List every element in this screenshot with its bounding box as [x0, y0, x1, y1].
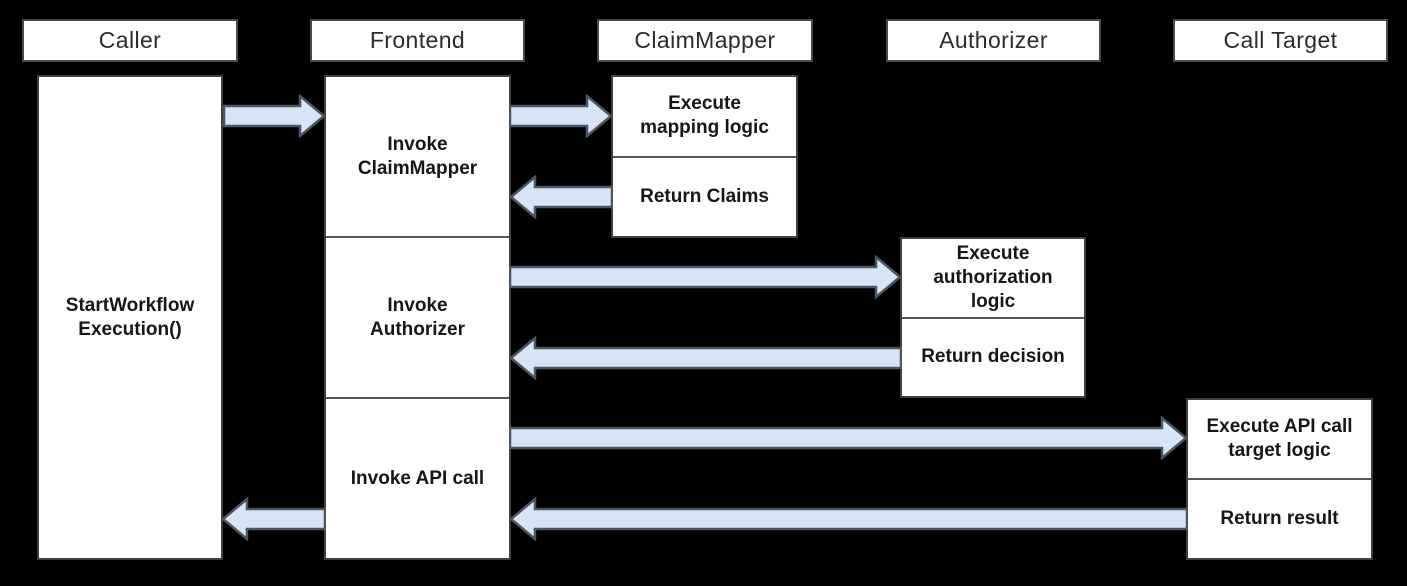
lane-header-caller: Caller: [22, 19, 238, 62]
arrow-frontend-to-calltarget-icon: [509, 416, 1188, 460]
arrow-frontend-to-caller-icon: [221, 497, 326, 541]
execute-api-call-target-logic-label: Execute API call target logic: [1206, 416, 1353, 461]
lane-header-call-target: Call Target: [1173, 19, 1388, 62]
arrow-claimmapper-to-frontend-icon: [509, 175, 613, 219]
arrow-calltarget-to-frontend-icon: [509, 497, 1188, 541]
claimmapper-activity-box: Execute mapping logic Return Claims: [611, 75, 798, 238]
arrow-frontend-to-claimmapper-icon: [509, 94, 613, 138]
return-result-label: Return result: [1188, 478, 1371, 558]
caller-activity-box: StartWorkflow Execution(): [37, 75, 223, 560]
arrow-frontend-to-authorizer-icon: [509, 255, 902, 299]
arrow-caller-to-frontend-icon: [223, 94, 326, 138]
invoke-claimmapper-label: Invoke ClaimMapper: [357, 133, 478, 179]
invoke-api-call-label: Invoke API call: [326, 397, 509, 558]
return-decision-label: Return decision: [902, 316, 1084, 397]
return-claims-label: Return Claims: [613, 155, 796, 237]
arrow-authorizer-to-frontend-icon: [509, 336, 902, 380]
authorizer-activity-box: Execute authorization logic Return decis…: [900, 237, 1086, 398]
lane-header-authorizer: Authorizer: [886, 19, 1101, 62]
execute-authorization-logic-label: Execute authorization logic: [933, 242, 1053, 312]
lane-header-frontend: Frontend: [310, 19, 525, 62]
lane-header-claimmapper: ClaimMapper: [597, 19, 813, 62]
invoke-authorizer-label: Invoke Authorizer: [326, 236, 509, 397]
execute-mapping-logic-label: Execute mapping logic: [640, 93, 769, 139]
frontend-activity-box: Invoke ClaimMapper Invoke Authorizer Inv…: [324, 75, 511, 560]
start-workflow-execution-label: StartWorkflow Execution(): [65, 294, 195, 340]
call-target-activity-box: Execute API call target logic Return res…: [1186, 398, 1373, 560]
